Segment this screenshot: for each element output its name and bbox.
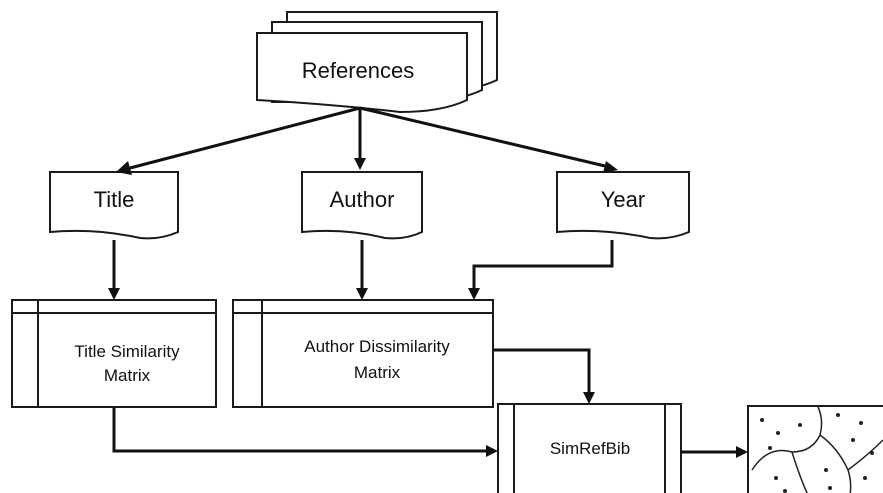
author-dissimilarity-matrix-node: Author Dissimilarity Matrix [232, 299, 494, 408]
title-matrix-label-line2: Matrix [104, 366, 151, 385]
arrow-references-to-year [359, 106, 606, 168]
cluster-boundary [791, 451, 808, 493]
document-sheet-front [256, 32, 468, 114]
author-node: Author [301, 171, 423, 240]
title-label: Title [94, 187, 135, 212]
references-label: References [302, 58, 415, 83]
author-matrix-label-line2: Matrix [354, 363, 401, 382]
year-document [556, 171, 690, 240]
cluster-points [760, 413, 874, 493]
year-label: Year [601, 187, 645, 212]
arrow-references-to-title [129, 106, 361, 170]
arrow-author-matrix-to-simrefbib [493, 348, 591, 393]
year-node: Year [556, 171, 690, 240]
connectors [108, 106, 748, 458]
title-document [49, 171, 179, 240]
simrefbib-node: SimRefBib [497, 403, 682, 493]
author-matrix-label-line1: Author Dissimilarity [304, 337, 450, 356]
cluster-output-node [747, 405, 883, 493]
title-node: Title [49, 171, 179, 240]
author-label: Author [330, 187, 395, 212]
cluster-output-frame [747, 405, 883, 493]
title-matrix-label-line1: Title Similarity [74, 342, 180, 361]
cluster-boundary [751, 406, 823, 471]
simrefbib-label: SimRefBib [550, 439, 630, 458]
title-similarity-matrix-node: Title Similarity Matrix [11, 299, 217, 408]
references-node: References [256, 11, 498, 114]
cluster-boundary [847, 439, 883, 471]
arrow-year-to-author-matrix [472, 240, 614, 289]
arrow-title-matrix-to-simrefbib [112, 407, 487, 453]
author-document [301, 171, 423, 240]
